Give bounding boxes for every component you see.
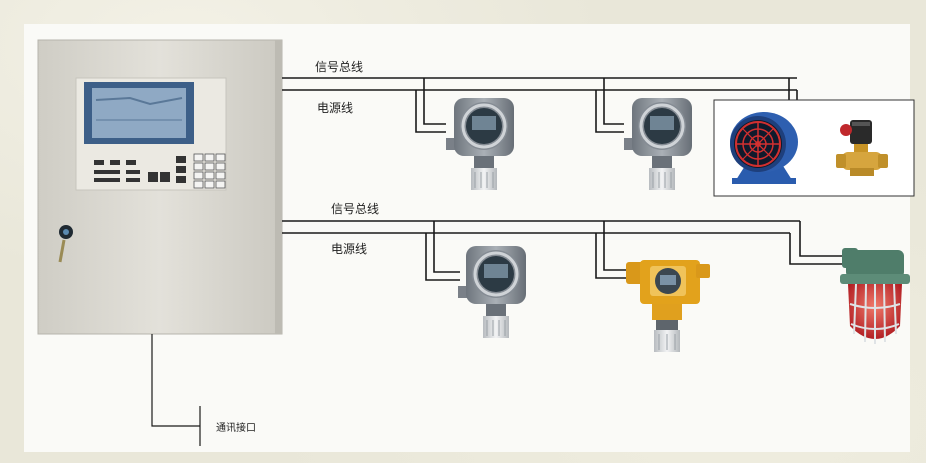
gas-detector-icon <box>626 260 710 352</box>
solenoid-valve-icon <box>836 120 888 176</box>
controller-cabinet-icon <box>37 39 283 335</box>
top-bus-wiring <box>282 77 798 133</box>
signal-bus-label-bottom: 信号总线 <box>331 202 380 216</box>
gas-detector-icon <box>444 96 516 192</box>
explosion-proof-alarm-light-icon <box>840 248 910 344</box>
power-line-label-bottom: 电源线 <box>331 242 368 256</box>
exhaust-fan-icon <box>730 112 798 184</box>
power-line-label-top: 电源线 <box>317 101 354 115</box>
gas-detector-icon <box>622 96 694 192</box>
signal-bus-label-top: 信号总线 <box>315 60 364 74</box>
gas-detector-icon <box>456 244 528 340</box>
bottom-bus-wiring <box>282 220 848 281</box>
comm-line <box>151 334 201 446</box>
comm-interface-label: 通讯接口 <box>216 423 256 434</box>
